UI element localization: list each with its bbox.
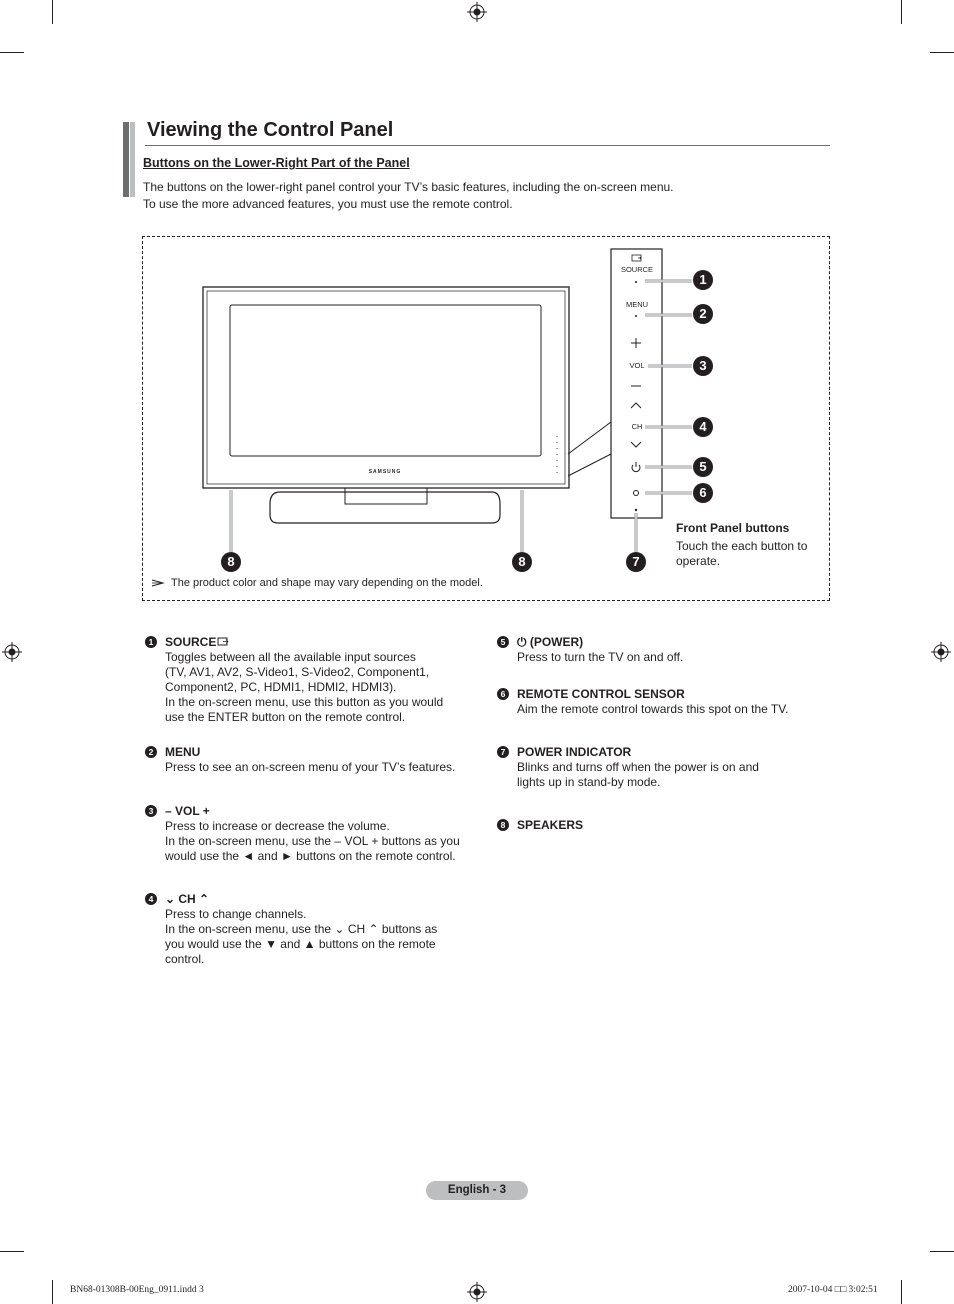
item-heading: MENU [165, 745, 201, 759]
callout-badge-1: 1 [693, 270, 713, 290]
item-number: 5 [497, 636, 509, 648]
intro-text: The buttons on the lower-right panel con… [143, 179, 674, 213]
list-item-vol: 3 – VOL + Press to increase or decrease … [145, 804, 485, 864]
item-heading: REMOTE CONTROL SENSOR [517, 687, 685, 701]
crop-mark [901, 0, 902, 24]
intro-line: The buttons on the lower-right panel con… [143, 180, 674, 194]
crop-mark [0, 52, 24, 53]
registration-mark-icon [931, 642, 951, 662]
item-number: 3 [145, 805, 157, 817]
front-panel-description: Touch the each button to operate. [676, 539, 808, 568]
item-heading: POWER INDICATOR [517, 745, 632, 759]
callout-badge-3: 3 [693, 356, 713, 376]
header-accent-bar [130, 122, 135, 197]
crop-mark [930, 1251, 954, 1252]
item-body: Press to change channels. In the on-scre… [165, 907, 438, 966]
section-subtitle: Buttons on the Lower-Right Part of the P… [143, 156, 410, 170]
callout-badge-4: 4 [693, 417, 713, 437]
source-icon [217, 637, 229, 646]
item-number: 6 [497, 688, 509, 700]
page-title: Viewing the Control Panel [147, 119, 394, 141]
item-heading: ⌄ CH ⌃ [165, 892, 210, 906]
list-item-ch: 4 ⌄ CH ⌃ Press to change channels. In th… [145, 892, 485, 967]
list-item-speakers: 8 SPEAKERS [497, 818, 827, 833]
item-body: Toggles between all the available input … [165, 650, 444, 724]
item-number: 8 [497, 819, 509, 831]
item-number: 1 [145, 636, 157, 648]
callout-badge-7: 7 [626, 552, 646, 572]
list-item-power-indicator: 7 POWER INDICATOR Blinks and turns off w… [497, 745, 827, 790]
page-number-badge: English - 3 [426, 1181, 528, 1200]
tv-brand-logo: SAMSUNG [368, 469, 402, 475]
list-item-power: 5 ⏻ (POWER) Press to turn the TV on and … [497, 635, 827, 665]
item-body: Aim the remote control towards this spot… [517, 702, 789, 716]
item-body: Press to see an on-screen menu of your T… [165, 760, 456, 774]
callout-badge-2: 2 [693, 304, 713, 324]
item-heading: SPEAKERS [517, 818, 584, 832]
crop-mark [52, 0, 53, 24]
model-note: The product color and shape may vary dep… [171, 577, 483, 589]
source-label: SOURCE [620, 265, 654, 274]
item-number: 4 [145, 893, 157, 905]
item-heading: SOURCE [165, 635, 485, 650]
registration-mark-icon [2, 642, 22, 662]
intro-line: To use the more advanced features, you m… [143, 197, 513, 211]
crop-mark [930, 52, 954, 53]
crop-mark [901, 1280, 902, 1304]
diagram-frame [142, 236, 830, 601]
list-item-remote-sensor: 6 REMOTE CONTROL SENSOR Aim the remote c… [497, 687, 827, 717]
item-body: Press to turn the TV on and off. [517, 650, 684, 664]
vol-label: VOL [629, 361, 645, 370]
list-item-source: 1 SOURCE Toggles between all the availab… [145, 635, 485, 725]
title-rule [145, 145, 830, 146]
file-slug: BN68-01308B-00Eng_0911.indd 3 [70, 1285, 204, 1295]
menu-label: MENU [625, 300, 649, 309]
crop-mark [52, 1280, 53, 1304]
callout-badge-6: 6 [693, 483, 713, 503]
item-body: Blinks and turns off when the power is o… [517, 760, 759, 789]
item-number: 2 [145, 746, 157, 758]
item-body: Press to increase or decrease the volume… [165, 819, 460, 863]
registration-mark-icon [467, 1282, 487, 1302]
crop-mark [0, 1251, 24, 1252]
item-heading: – VOL + [165, 804, 210, 818]
header-accent-bar [123, 122, 129, 197]
ch-label: CH [631, 422, 643, 431]
callout-badge-8-right: 8 [512, 552, 532, 572]
item-heading: ⏻ (POWER) [517, 635, 584, 649]
callout-badge-5: 5 [693, 457, 713, 477]
list-item-menu: 2 MENU Press to see an on-screen menu of… [145, 745, 485, 775]
date-slug: 2007-10-04 □□ 3:02:51 [788, 1285, 878, 1295]
item-number: 7 [497, 746, 509, 758]
front-panel-title: Front Panel buttons [676, 521, 790, 535]
callout-badge-8-left: 8 [221, 552, 241, 572]
registration-mark-icon [467, 2, 487, 22]
